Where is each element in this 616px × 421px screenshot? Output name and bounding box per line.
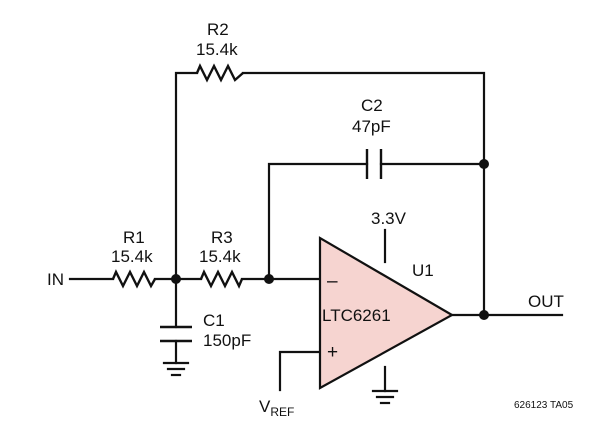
net-label-out: OUT xyxy=(528,292,564,311)
wires xyxy=(68,71,564,393)
wire-vref xyxy=(278,350,322,392)
ground-opamp-icon xyxy=(371,389,399,405)
c1-value: 150pF xyxy=(203,331,251,350)
capacitor-c1 xyxy=(160,325,192,343)
r2-value: 15.4k xyxy=(196,40,238,59)
wire-r2-right xyxy=(241,71,486,317)
capacitor-c2 xyxy=(365,149,383,179)
u1-ref: U1 xyxy=(412,261,434,280)
junction-dot xyxy=(171,274,181,284)
opamp-plus-sign: + xyxy=(327,342,338,363)
r1-ref: R1 xyxy=(123,228,145,247)
r2-ref: R2 xyxy=(207,20,229,39)
opamp-minus-sign: – xyxy=(327,271,338,292)
resistor-r1 xyxy=(111,269,157,289)
vref-label-main: V xyxy=(259,397,271,416)
figure-id: 626123 TA05 xyxy=(514,400,574,411)
c2-ref: C2 xyxy=(361,96,383,115)
c2-value: 47pF xyxy=(352,117,391,136)
vref-label-sub: REF xyxy=(270,405,294,419)
junction-dot xyxy=(479,310,489,320)
wire-r2-left xyxy=(174,71,199,281)
opamp-u1 xyxy=(318,236,455,390)
r1-value: 15.4k xyxy=(111,247,153,266)
junction-dot xyxy=(479,159,489,169)
junction-dot xyxy=(264,274,274,284)
ground-c1-icon xyxy=(162,361,190,377)
resistor-r2 xyxy=(195,63,244,83)
c1-ref: C1 xyxy=(203,311,225,330)
wire-c2-left xyxy=(267,162,369,281)
r3-value: 15.4k xyxy=(199,247,241,266)
vref-label: VREF xyxy=(259,397,294,419)
r3-ref: R3 xyxy=(211,228,233,247)
net-label-in: IN xyxy=(47,270,64,289)
supply-label: 3.3V xyxy=(371,209,407,228)
opamp-part-number: LTC6261 xyxy=(322,306,391,325)
resistor-r3 xyxy=(199,269,244,289)
